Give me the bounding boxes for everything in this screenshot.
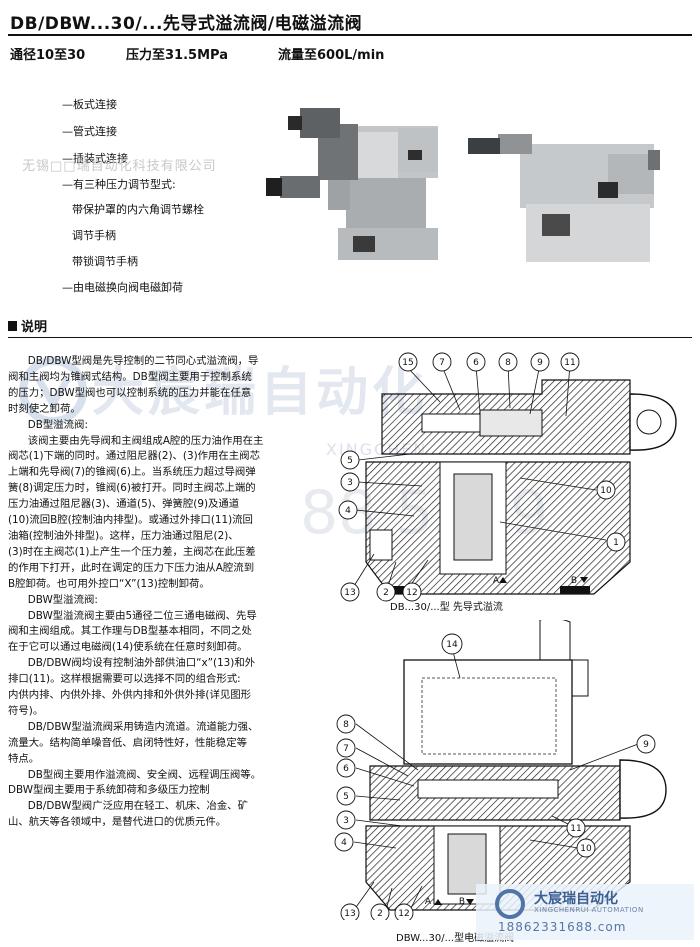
description-line: 阀和主阀均为锥阀式结构。DB型阀主要用于控制系统 — [8, 370, 252, 383]
feature-subitem: 调节手柄 — [72, 229, 116, 242]
description-line: DBW型阀主要用于系统卸荷和多级压力控制 — [8, 784, 210, 797]
description-line: DB型阀主要用作溢流阀、安全阀、远程调压阀等。 — [27, 768, 262, 781]
callout-label: 15 — [402, 358, 413, 368]
watermark-brand: 大宸瑞自动化 — [92, 363, 429, 423]
diagram-bottom-caption: DBW...30/...型电磁溢流阀 — [396, 933, 515, 944]
description-line: 时刻使之卸荷。 — [8, 402, 81, 415]
description-line: (3)时在主阀芯(1)上产生一个压力差，主阀芯在此压差 — [8, 545, 256, 558]
description-line: DB/DBW阀均设有控制油外部供油口“x”(13)和外 — [27, 657, 256, 670]
callout-label: 6 — [473, 358, 479, 368]
port-label: B — [459, 897, 465, 907]
stamp-logo-icon — [495, 889, 525, 919]
callout-label: 12 — [406, 588, 417, 598]
description-line: 的压力；DBW型阀也可以控制系统的压力并能在任意 — [8, 386, 252, 399]
description-line: (10)流回B腔(控制油内排型)。或通过外排口(11)流回 — [8, 514, 253, 527]
callout-label: 8 — [505, 358, 511, 368]
feature-item: —由电磁换向阀电磁卸荷 — [62, 281, 183, 294]
port-label: A — [425, 897, 432, 907]
valve-photo-left — [266, 108, 438, 260]
feature-item: —有三种压力调节型式: — [62, 178, 176, 191]
stamp-brand: 大宸瑞自动化 — [534, 891, 618, 907]
diagram-top-caption: DB...30/...型 先导式溢流 — [390, 602, 503, 613]
callout-label: 11 — [570, 824, 581, 834]
section-title: 说明 — [21, 320, 48, 335]
description-line: DB/DBW型阀广泛应用在轻工、机床、冶金、矿 — [27, 800, 249, 813]
feature-subitem: 带保护罩的内六角调节螺栓 — [72, 203, 204, 216]
port-label: A — [493, 576, 500, 586]
section-divider — [8, 337, 692, 338]
section-heading: 说明 — [8, 316, 47, 335]
db-valve-cross-section: 15 7 6 8 9 11 5 3 4 10 1 13 2 12 A B — [338, 352, 677, 602]
valve-photo-right — [468, 134, 660, 262]
description-line: 压力油通过阻尼器(3)、通道(5)、弹簧腔(9)及通道 — [8, 498, 240, 511]
callout-label: 13 — [344, 588, 355, 598]
port-label: B — [571, 576, 577, 586]
description-line: B腔卸荷。也可用外控口“X”(13)控制卸荷。 — [8, 577, 210, 590]
callout-label: 13 — [344, 909, 355, 919]
feature-item: —板式连接 — [62, 98, 117, 111]
description-line: 符号)。 — [8, 704, 44, 717]
description-line: 该阀主要由先导阀和主阀组成A腔的压力油作用在主 — [27, 434, 264, 447]
spec-pressure: 压力至31.5MPa — [126, 48, 228, 63]
spec-row: 通径10至30 压力至31.5MPa 流量至600L/min — [10, 44, 384, 63]
watermark-logo-icon — [19, 357, 87, 425]
callout-label: 5 — [347, 456, 353, 466]
callout-label: 2 — [377, 909, 383, 919]
callout-label: 5 — [343, 792, 349, 802]
page-title: DB/DBW...30/...先导式溢流阀/电磁溢流阀 — [10, 14, 363, 34]
callout-label: 8 — [343, 720, 349, 730]
callout-label: 7 — [439, 358, 445, 368]
description-line: 特点。 — [8, 752, 40, 765]
callout-label: 3 — [343, 816, 349, 826]
callout-label: 11 — [564, 358, 575, 368]
description-line: 簧(8)调定压力时，锥阀(6)被打开。同时主阀芯上端的 — [8, 482, 256, 495]
callout-label: 12 — [398, 909, 409, 919]
description-line: 阀芯(1)下端的同时。通过阻尼器(2)、(3)作用在主阀芯 — [8, 450, 260, 463]
callout-label: 2 — [383, 588, 389, 598]
feature-item: —管式连接 — [62, 125, 117, 138]
callout-label: 10 — [600, 486, 612, 496]
section-marker-icon — [8, 320, 17, 331]
callout-label: 4 — [341, 838, 347, 848]
spec-size: 通径10至30 — [10, 48, 86, 63]
description-line: 的作用下打开，此时在调定的压力下压力油从A腔流到 — [8, 561, 255, 574]
description-line: 流量大。结构简单噪音低、启闭特性好，性能稳定等 — [8, 736, 247, 749]
callout-label: 9 — [537, 358, 543, 368]
description-line: 山、航天等各领域中，是替代进口的优质元件。 — [8, 816, 227, 829]
title-divider — [8, 34, 692, 36]
description-line: DB/DBW型溢流阀采用铸造内流道。流道能力强、 — [27, 720, 259, 733]
stamp-phone: 18862331688.com — [498, 920, 627, 934]
spec-flow: 流量至600L/min — [278, 48, 385, 63]
dbw-valve-cross-section: 14 8 7 6 9 5 3 4 11 10 13 2 12 A B — [334, 620, 667, 920]
description-line: DB型溢流阀: — [27, 418, 88, 431]
feature-subitem: 带锁调节手柄 — [72, 255, 138, 268]
watermark-stamp: 大宸瑞自动化 XINGCHENRUI AUTOMATION 1886233168… — [476, 884, 694, 940]
callout-label: 6 — [343, 764, 349, 774]
description-line: 上端和先导阀(7)的锥阀(6)上。当系统压力超过导阀弹 — [8, 466, 256, 479]
description-text: DB/DBW型阀是先导控制的二节同心式溢流阀，导阀和主阀均为锥阀式结构。DB型阀… — [8, 354, 333, 831]
callout-label: 3 — [347, 478, 353, 488]
callout-label: 9 — [643, 740, 649, 750]
description-line: DB/DBW型阀是先导控制的二节同心式溢流阀，导 — [27, 355, 259, 367]
feature-item: —插装式连接 — [62, 152, 128, 165]
description-line: DBW型溢流阀主要由5通径二位三通电磁阀、先导 — [27, 609, 257, 622]
stamp-brand-en: XINGCHENRUI AUTOMATION — [534, 906, 644, 914]
callout-label: 10 — [580, 844, 592, 854]
description-line: 在于它可以通过电磁阀(14)使系统在任意时刻卸荷。 — [8, 641, 248, 654]
description-line: 排口(11)。这样根据需要可以选择不同的组合形式: — [8, 673, 241, 686]
description-line: 阀和主阀组成。其工作理与DB型基本相同，不同之处 — [8, 625, 252, 638]
callout-label: 14 — [446, 640, 458, 650]
callout-label: 7 — [343, 744, 349, 754]
description-line: 油箱(控制油外排型)。这样，压力油通过阻尼(2)、 — [8, 529, 239, 542]
description-line: 内供内排、内供外排、外供内排和外供外排(详见图形 — [8, 689, 252, 702]
callout-label: 1 — [613, 538, 619, 548]
callout-label: 4 — [345, 506, 351, 516]
watermark-company-line: 无锡□□瑞自动化科技有限公司 — [22, 159, 217, 174]
description-line: DBW型溢流阀: — [27, 593, 98, 606]
